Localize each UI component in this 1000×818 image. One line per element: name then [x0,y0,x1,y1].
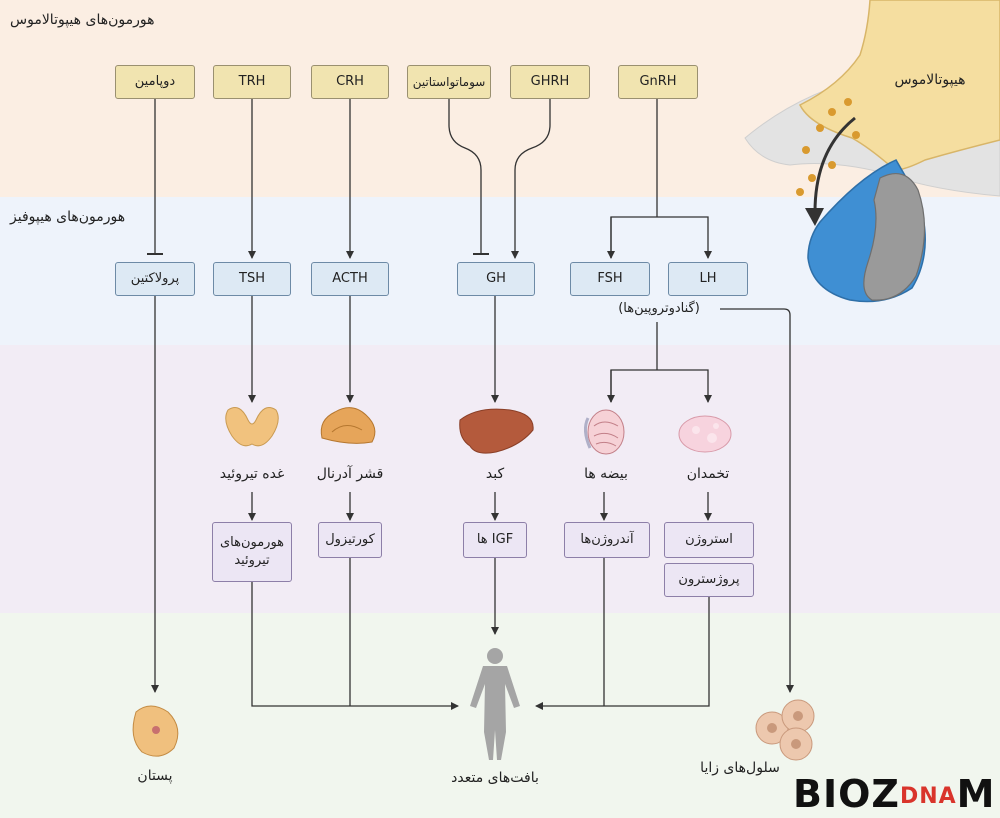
crh-box: CRH [311,65,389,99]
trh-box: TRH [213,65,291,99]
prolactin-box: پرولاکتین [115,262,195,296]
hypothalamic-hormones-title: هورمون‌های هیپوتالاموس [10,12,155,28]
lh-box: LH [668,262,748,296]
tsh-box: TSH [213,262,291,296]
logo-dna-mark: DNA [899,784,957,809]
germ-cells-label: سلول‌های زایا [700,760,780,776]
gh-box: GH [457,262,535,296]
liver-label: کبد [485,466,505,482]
multiple-tissues-label: بافت‌های متعدد [451,770,539,786]
target-organ-band [0,345,1000,613]
hypothalamus-label: هیپوتالاموس [894,72,966,88]
logo-text-1: BIOZ [793,772,900,816]
gnrh-box: GnRH [618,65,698,99]
thyroid-hormones-box: هورمون‌های تیروئید [212,522,292,582]
cortisol-box: کورتیزول [318,522,382,558]
testes-label: بیضه ها [584,466,628,482]
breast-label: پستان [137,768,173,784]
thyroid-label: غده تیروئید [219,466,285,482]
logo-text-2: M [956,772,996,816]
progesterone-box: پروژسترون [664,563,754,597]
ovary-label: تخمدان [686,466,730,482]
estrogen-box: استروژن [664,522,754,558]
dopamine-box: دوپامین [115,65,195,99]
fsh-box: FSH [570,262,650,296]
biozdna-logo: BIOZDNAM [793,772,996,816]
androgens-box: آندروژن‌ها [564,522,650,558]
gonadotropins-label: (گنادوتروپین‌ها) [618,301,700,316]
somatostatin-box: سوماتواستاتین [407,65,491,99]
ghrh-box: GHRH [510,65,590,99]
igf-box: IGF ها [463,522,527,558]
acth-box: ACTH [311,262,389,296]
pituitary-hormones-title: هورمون‌های هیپوفیز [10,209,126,225]
adrenal-cortex-label: قشر آدرنال [316,466,384,482]
